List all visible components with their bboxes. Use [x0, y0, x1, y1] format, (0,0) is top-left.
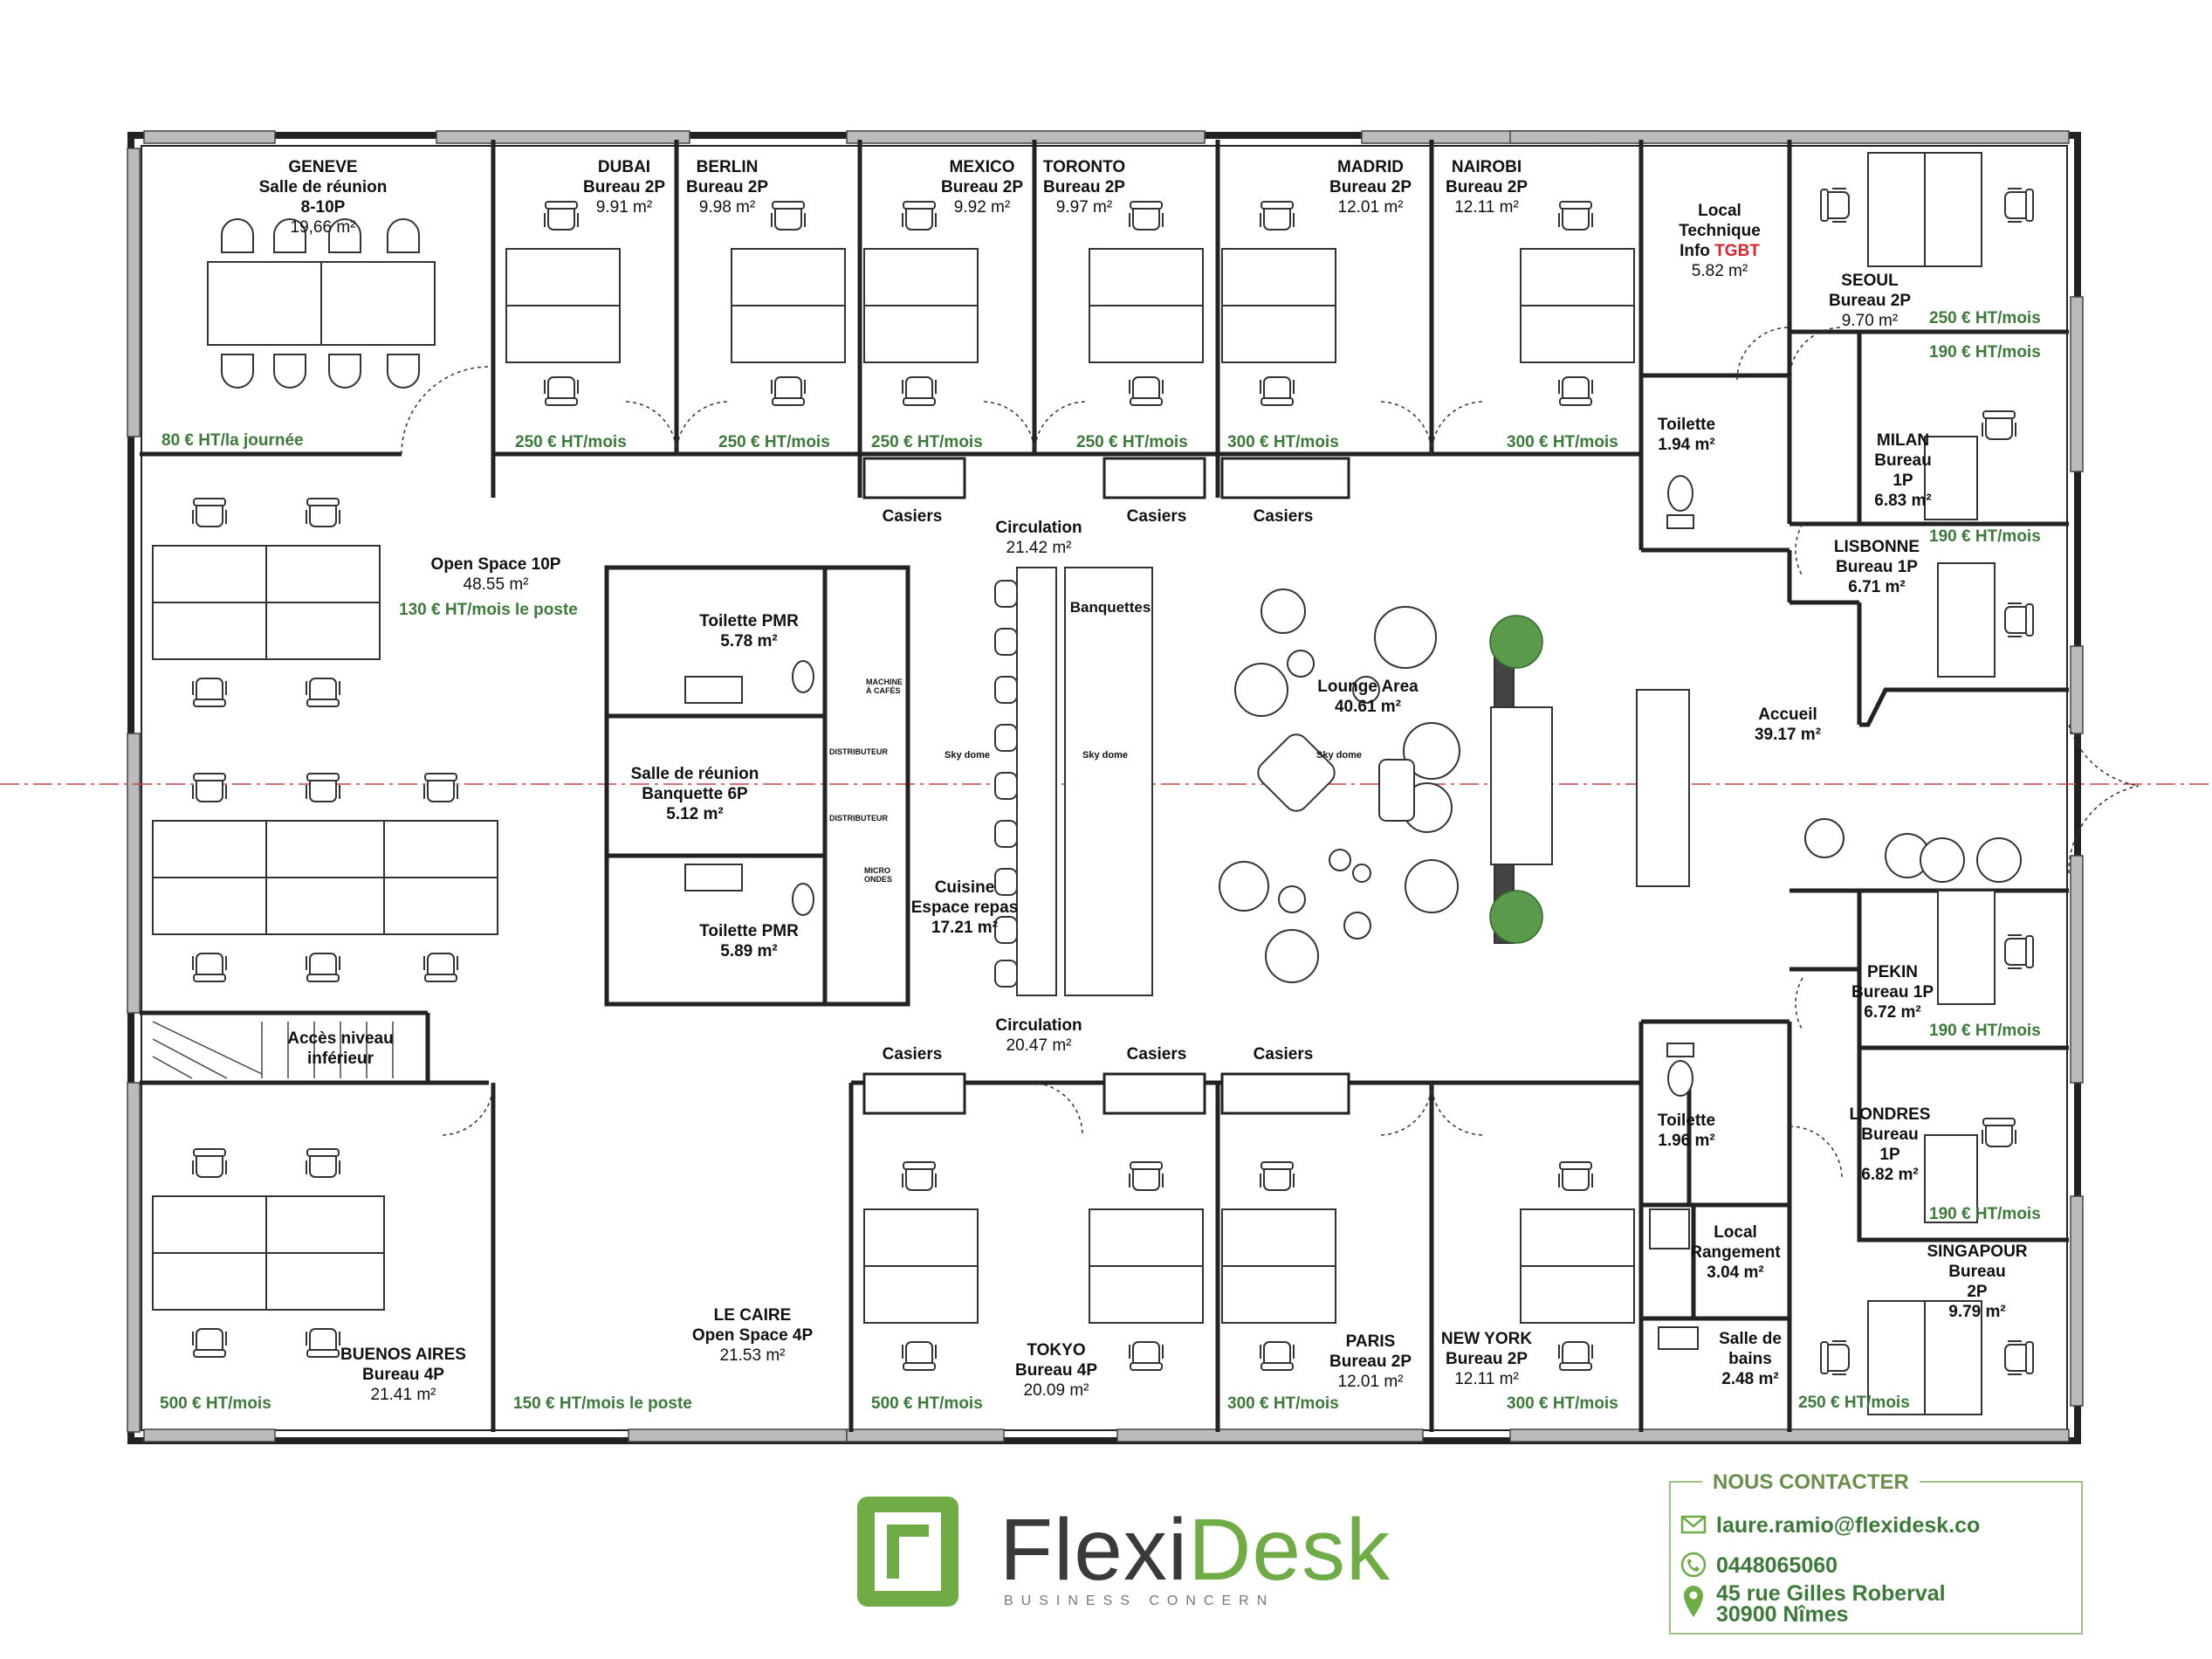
label-sky-dome: Sky dome	[945, 750, 990, 761]
price-londres: 190 € HT/mois	[1929, 1205, 2041, 1223]
price-tokyo: 500 € HT/mois	[871, 1394, 983, 1413]
casiers-label: Casiers	[1126, 507, 1187, 526]
price-new-york: 300 € HT/mois	[1507, 1394, 1618, 1413]
label-distributeur: DISTRIBUTEUR	[829, 747, 888, 756]
price-lisbonne: 190 € HT/mois	[1929, 527, 2041, 546]
label-micro-ondes: MICRO ONDES	[864, 866, 893, 884]
phone-icon	[1680, 1552, 1707, 1578]
flexidesk-logo: FlexiDesk BUSINESS CONCERN	[855, 1495, 1423, 1608]
stools	[994, 580, 1018, 988]
windows	[127, 130, 2084, 1442]
price-buenos-aires: 500 € HT/mois	[160, 1394, 271, 1413]
stairs	[152, 1021, 394, 1079]
lockers	[862, 457, 1350, 1115]
doors	[401, 327, 2140, 1180]
sanitary	[684, 475, 1699, 1350]
price-nairobi: 300 € HT/mois	[1507, 433, 1618, 451]
logo-mark	[857, 1497, 958, 1607]
brand-tagline: BUSINESS CONCERN	[1004, 1594, 1275, 1608]
contact-title: NOUS CONTACTER	[1702, 1470, 1920, 1495]
casiers-label: Casiers	[1126, 1045, 1187, 1064]
casiers-label: Casiers	[1253, 1045, 1314, 1064]
contact-address-line1: 45 rue Gilles Roberval	[1716, 1581, 1946, 1606]
label-sky-dome: Sky dome	[1316, 750, 1362, 761]
label-sky-dome: Sky dome	[1082, 750, 1128, 761]
contact-address-line2: 30900 Nîmes	[1716, 1602, 1849, 1627]
contact-box: NOUS CONTACTER laure.ramio@flexidesk.co …	[1669, 1470, 2083, 1635]
mail-icon	[1680, 1515, 1707, 1534]
casiers-label: Casiers	[1253, 507, 1314, 526]
room-banquettes: Banquettes	[1069, 599, 1151, 616]
plants	[1489, 615, 1543, 944]
price-toronto: 250 € HT/mois	[1076, 433, 1188, 451]
price-paris: 300 € HT/mois	[1227, 1394, 1339, 1413]
price-milan: 190 € HT/mois	[1929, 343, 2041, 361]
kitchen-counter	[1016, 567, 1690, 996]
desks	[152, 152, 1996, 1415]
price-pekin: 190 € HT/mois	[1929, 1022, 2041, 1040]
casiers-label: Casiers	[882, 1045, 943, 1064]
price-madrid: 300 € HT/mois	[1227, 433, 1339, 451]
price-seoul: 250 € HT/mois	[1929, 309, 2041, 327]
price-geneve: 80 € HT/la journée	[161, 431, 304, 450]
contact-phone[interactable]: 0448065060	[1716, 1553, 1838, 1578]
label-machine-cafes: MACHINE À CAFÉS	[866, 678, 903, 695]
location-pin-icon	[1684, 1586, 1703, 1617]
brand-name: FlexiDesk	[1000, 1501, 1391, 1599]
price-mexico: 250 € HT/mois	[871, 433, 983, 451]
price-le-caire: 150 € HT/mois le poste	[513, 1394, 692, 1413]
price-open-space-10p: 130 € HT/mois le poste	[399, 601, 578, 619]
casiers-label: Casiers	[882, 507, 943, 526]
price-berlin: 250 € HT/mois	[718, 433, 830, 451]
interior-walls	[140, 140, 2069, 1432]
contact-email[interactable]: laure.ramio@flexidesk.co	[1716, 1513, 1981, 1538]
lounge-furniture	[1219, 589, 2022, 983]
price-dubai: 250 € HT/mois	[515, 433, 627, 451]
price-singapour: 250 € HT/mois	[1798, 1394, 1910, 1412]
label-distributeur: DISTRIBUTEUR	[829, 814, 888, 823]
